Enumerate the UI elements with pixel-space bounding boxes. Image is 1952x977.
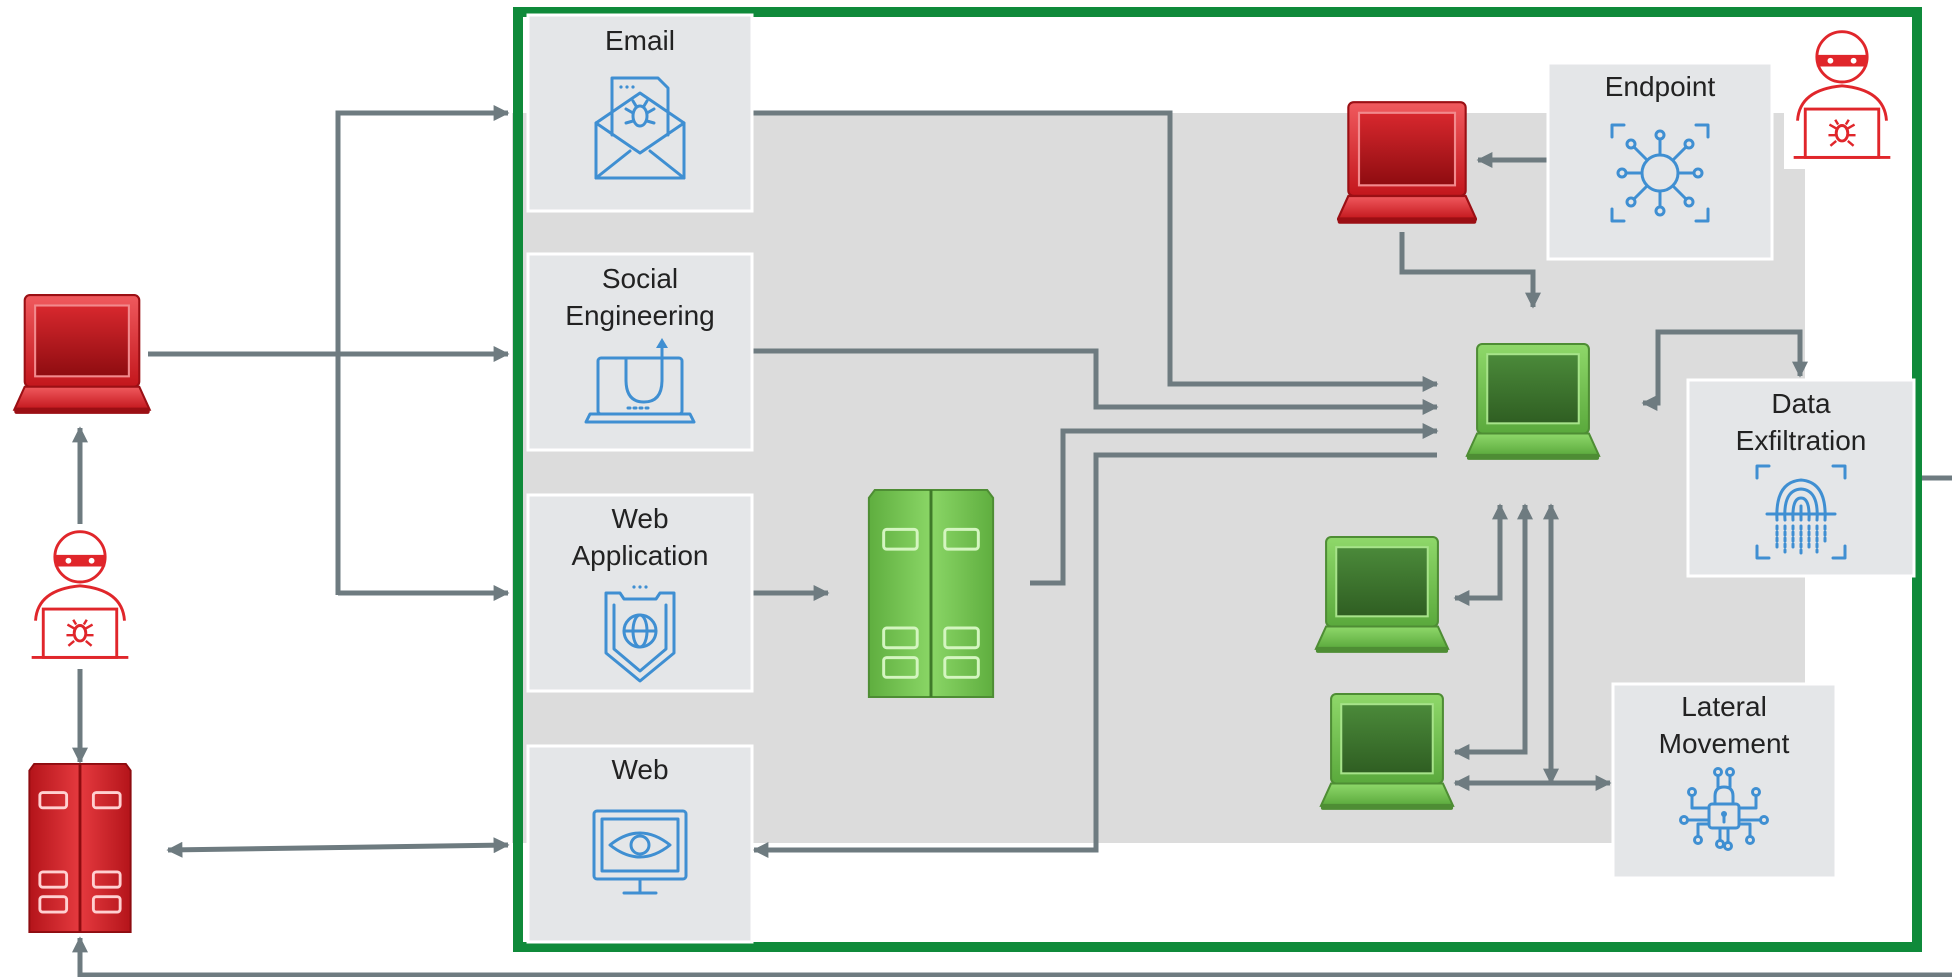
- insider-attacker-icon: [1782, 24, 1902, 169]
- attacker-laptop: [13, 294, 151, 415]
- connector-server-to-target: [1030, 422, 1439, 586]
- connector-social-to-target: [752, 348, 1439, 416]
- network-perimeter: [513, 7, 1922, 952]
- endpoint-card: Endpoint: [1546, 61, 1774, 261]
- lateral-movement-card: Lateral Movement: [1611, 682, 1838, 880]
- webapp-label-line2: Application: [572, 540, 709, 571]
- target-laptop: [1465, 342, 1601, 461]
- connector-server-web: [166, 837, 510, 858]
- envelope-bug-icon: [594, 76, 686, 180]
- social-engineering-card: Social Engineering: [526, 252, 754, 452]
- connector-target-exfil: [1641, 329, 1809, 412]
- monitor-eye-icon: [592, 809, 688, 895]
- lateral-label-line2: Movement: [1659, 728, 1790, 759]
- web-application-card: Web Application: [526, 493, 754, 693]
- network-node-icon: [1610, 123, 1710, 223]
- compromised-laptop: [1337, 101, 1477, 225]
- web-card: Web: [526, 744, 754, 944]
- connector-target-to-web: [752, 452, 1437, 859]
- connector-target-host2: [1453, 503, 1534, 761]
- internal-host-2: [1319, 692, 1455, 811]
- fingerprint-icon: [1755, 464, 1847, 560]
- data-exfiltration-card: Data Exfiltration: [1686, 378, 1916, 578]
- exfil-label-line2: Exfiltration: [1736, 425, 1867, 456]
- lateral-label-line1: Lateral: [1681, 691, 1767, 722]
- web-label: Web: [611, 754, 668, 785]
- connector-trunk-to-email: [335, 104, 510, 595]
- circuit-lock-icon: [1679, 767, 1769, 851]
- connectors: [80, 104, 1952, 977]
- connector-exfil-return: [80, 475, 1952, 977]
- attacker-icon: [20, 524, 140, 669]
- endpoint-label: Endpoint: [1605, 71, 1716, 102]
- email-card: Email: [526, 13, 754, 213]
- connector-email-to-target: [752, 110, 1439, 393]
- attacker-server: [27, 762, 133, 934]
- internal-server: [867, 488, 995, 699]
- laptop-hook-icon: [584, 338, 696, 424]
- shield-globe-icon: [604, 585, 676, 683]
- email-label: Email: [605, 25, 675, 56]
- connector-laptop-to-target: [1399, 232, 1542, 309]
- exfil-label-line1: Data: [1771, 388, 1831, 419]
- social-label-line2: Engineering: [565, 300, 714, 331]
- social-label-line1: Social: [602, 263, 678, 294]
- webapp-label-line1: Web: [611, 503, 668, 534]
- internal-host-1: [1314, 535, 1450, 654]
